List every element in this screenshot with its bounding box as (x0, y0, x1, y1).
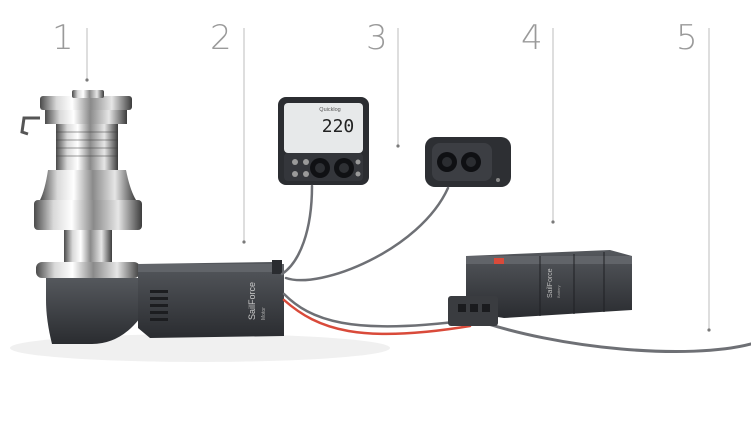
cable-display (280, 184, 314, 276)
display-readout: 220 (322, 116, 355, 137)
motor-brand-label: SailForce (247, 282, 257, 320)
callout-number-1: 1 (52, 18, 74, 58)
display-brand-label: Quicklog (319, 107, 340, 113)
control-display (278, 97, 369, 185)
callout-number-3: 3 (366, 18, 388, 58)
motor-model-label: Motor (261, 307, 267, 320)
cable-main (468, 316, 751, 353)
leader-dot-1 (85, 78, 89, 82)
cable-red (282, 298, 472, 336)
leader-dot-5 (707, 328, 711, 332)
remote-switch (425, 137, 511, 187)
battery-brand-label: SailForce (547, 268, 554, 298)
callout-number-5: 5 (676, 18, 698, 58)
callout-number-2: 2 (210, 18, 232, 58)
cable-motor-battery (282, 292, 472, 328)
battery-unit (448, 250, 632, 326)
callout-number-4: 4 (521, 18, 543, 58)
leader-dot-3 (396, 144, 400, 148)
cable-remote (284, 186, 450, 282)
cables (280, 184, 751, 353)
battery-model-label: Battery (556, 285, 561, 298)
leader-dot-4 (551, 220, 555, 224)
leader-dot-2 (242, 240, 246, 244)
leader-lines (86, 28, 710, 330)
motor-unit (138, 260, 284, 338)
windlass (20, 90, 142, 344)
